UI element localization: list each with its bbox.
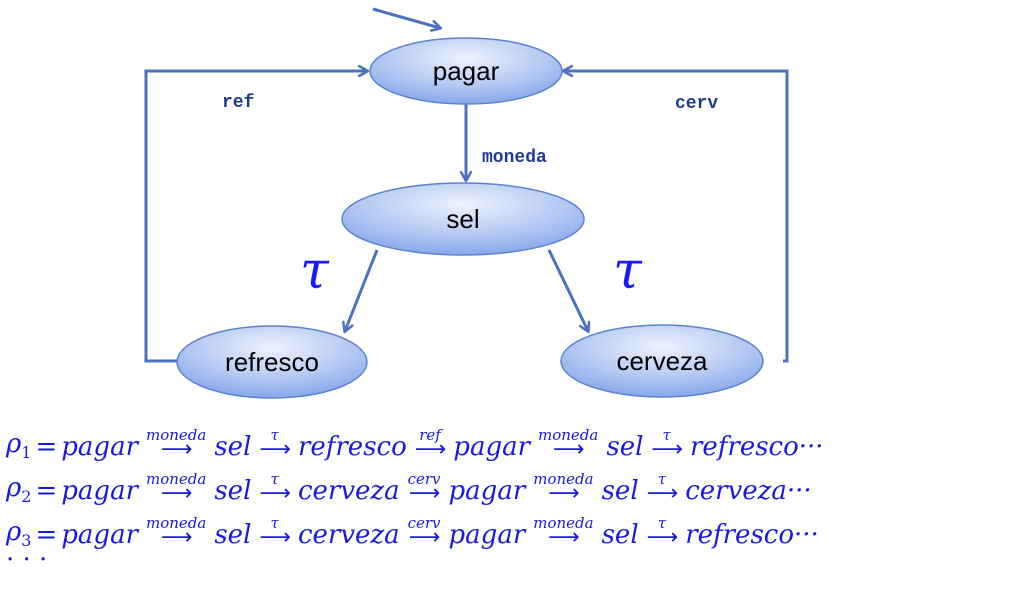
equals-sign: = <box>35 476 58 506</box>
transition-arrow: τ⟶ <box>651 426 683 462</box>
node-label-cerveza: cerveza <box>616 346 708 376</box>
ellipsis: ··· <box>798 432 824 462</box>
edge-label-moneda: moneda <box>482 148 547 168</box>
run-name: ρ2 <box>6 472 32 506</box>
transition-arrow: moneda⟶ <box>146 470 207 506</box>
run-line-1: ρ1 = pagar moneda⟶ sel τ⟶ refresco ref⟶ … <box>6 418 1006 463</box>
state-token: pagar <box>61 432 138 462</box>
node-pagar: pagar <box>369 37 563 105</box>
state-token: pagar <box>61 476 138 506</box>
state-token: pagar <box>448 476 526 506</box>
state-token: refresco <box>685 520 794 550</box>
state-token: pagar <box>61 520 138 550</box>
state-machine-diagram: pagar sel refresco cerveza ref cerv mone… <box>144 7 789 399</box>
node-label-pagar: pagar <box>433 56 500 86</box>
edge-label-ref: ref <box>222 93 254 113</box>
transition-arrow: moneda⟶ <box>146 426 207 462</box>
node-cerveza: cerveza <box>560 324 764 398</box>
run-name: ρ3 <box>6 516 32 550</box>
initial-arrow <box>372 7 440 28</box>
transition-arrow: cerv⟶ <box>407 470 441 506</box>
edge-label-tau-right: τ <box>613 241 643 301</box>
run-name: ρ1 <box>6 428 32 462</box>
node-sel: sel <box>341 182 585 256</box>
state-token: sel <box>214 476 252 506</box>
transition-arrow: moneda⟶ <box>533 470 594 506</box>
equals-sign: = <box>35 520 58 550</box>
transition-arrow: cerv⟶ <box>407 514 441 550</box>
state-token: sel <box>214 432 252 462</box>
state-token: sel <box>601 520 639 550</box>
transition-arrow: moneda⟶ <box>533 514 594 550</box>
state-token: cerveza <box>297 476 400 506</box>
state-token: refresco <box>689 432 799 462</box>
transition-arrow: τ⟶ <box>259 470 291 506</box>
edge-ref <box>144 71 367 363</box>
trailing-ellipsis: · · · <box>6 545 48 575</box>
edge-tau-left <box>345 249 379 331</box>
transition-arrow: τ⟶ <box>646 514 679 550</box>
transition-arrow: moneda⟶ <box>146 514 207 550</box>
run-line-3: ρ3 = pagar moneda⟶ sel τ⟶ cerveza cerv⟶ … <box>6 506 1006 551</box>
state-token: sel <box>601 476 639 506</box>
edge-label-tau-left: τ <box>300 241 330 301</box>
state-token: refresco <box>297 432 407 462</box>
edge-tau-right <box>547 249 588 331</box>
transition-arrow: τ⟶ <box>259 514 291 550</box>
runs-block: ρ1 = pagar moneda⟶ sel τ⟶ refresco ref⟶ … <box>6 418 1006 578</box>
node-refresco: refresco <box>176 325 368 399</box>
edge-cerv <box>564 71 789 363</box>
run-line-2: ρ2 = pagar moneda⟶ sel τ⟶ cerveza cerv⟶ … <box>6 462 1006 507</box>
state-token: pagar <box>453 432 531 462</box>
transition-arrow: τ⟶ <box>646 470 679 506</box>
transition-arrow: moneda⟶ <box>538 426 599 462</box>
node-label-refresco: refresco <box>225 347 319 377</box>
transition-arrow: ref⟶ <box>414 426 447 462</box>
ellipsis: ··· <box>786 476 812 506</box>
state-token: sel <box>214 520 252 550</box>
state-token: sel <box>606 432 644 462</box>
equals-sign: = <box>35 432 58 462</box>
state-token: pagar <box>448 520 526 550</box>
state-token: cerveza <box>685 476 787 506</box>
state-token: cerveza <box>297 520 400 550</box>
edge-label-cerv: cerv <box>675 94 718 114</box>
ellipsis: ··· <box>794 520 819 550</box>
transition-arrow: τ⟶ <box>259 426 291 462</box>
node-label-sel: sel <box>446 204 479 234</box>
